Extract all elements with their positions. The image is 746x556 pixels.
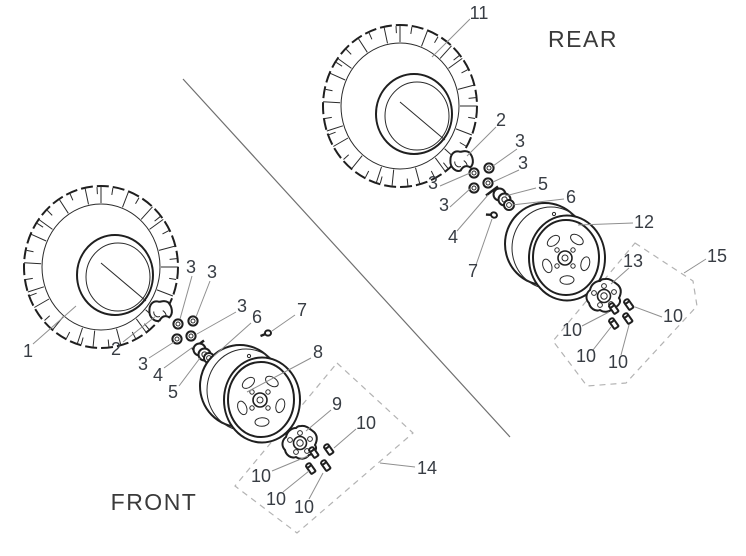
rear-callout-number-3: 3 — [428, 173, 438, 193]
front-callout-leader-4 — [163, 346, 194, 369]
front-callout-number-14: 14 — [417, 458, 437, 478]
front-callout-leader-1 — [32, 305, 77, 345]
rear-callout-number-12: 12 — [634, 212, 654, 232]
front-callout-number-10: 10 — [356, 413, 376, 433]
front-callout-number-1: 1 — [23, 341, 33, 361]
rear-lug-nut-part10 — [622, 297, 635, 312]
rear-callout-number-10: 10 — [562, 320, 582, 340]
front-callout-number-2: 2 — [111, 339, 121, 359]
front-callout-number-3: 3 — [186, 257, 196, 277]
front-callout-leader-7 — [271, 314, 296, 332]
rear-callout-number-5: 5 — [538, 174, 548, 194]
rear-callout-leader-10 — [634, 306, 663, 318]
rear-nut-part3 — [468, 167, 480, 179]
rear-callout-leader-3 — [439, 172, 471, 187]
rear-callout-number-3: 3 — [518, 153, 528, 173]
rear-callout-leader-11 — [431, 18, 471, 58]
front-callout-number-10: 10 — [266, 489, 286, 509]
front-callout-leader-5 — [178, 357, 201, 387]
front-callout-leader-2 — [122, 315, 157, 343]
front-callout-number-3: 3 — [207, 262, 217, 282]
front-callout-leader-14 — [379, 462, 416, 468]
rear-callout-number-13: 13 — [623, 251, 643, 271]
rear-callout-leader-10 — [592, 326, 612, 351]
rear-bolt-part7 — [484, 208, 500, 221]
rear-callout-number-6: 6 — [566, 187, 576, 207]
rear-callout-number-10: 10 — [663, 306, 683, 326]
rear-callout-leader-12 — [577, 222, 634, 226]
rear-lug-nut-part10 — [621, 311, 634, 326]
front-callout-leader-10 — [282, 470, 310, 493]
front-callout-number-3: 3 — [237, 296, 247, 316]
rear-callout-leader-13 — [610, 267, 630, 285]
rear-callout-number-7: 7 — [468, 261, 478, 281]
rear-callout-leader-3 — [492, 148, 518, 167]
front-section-label: FRONT — [111, 489, 198, 515]
front-callout-leader-6 — [213, 322, 252, 357]
front-callout-number-10: 10 — [294, 497, 314, 517]
front-hardware-kit-outline-14 — [234, 362, 414, 534]
rear-nut-part3 — [482, 177, 494, 189]
front-callout-number-4: 4 — [153, 365, 163, 385]
rear-callout-number-10: 10 — [576, 346, 596, 366]
front-callout-number-8: 8 — [313, 342, 323, 362]
rear-hardware-kit-outline-15 — [552, 242, 698, 387]
rear-callout-leader-10 — [581, 311, 610, 327]
rear-callout-leader-6 — [511, 198, 565, 206]
rear-callout-number-10: 10 — [608, 352, 628, 372]
rear-rim-part12 — [504, 202, 606, 302]
front-callout-leader-10 — [308, 472, 324, 500]
front-callout-number-6: 6 — [252, 307, 262, 327]
rear-callout-number-3: 3 — [515, 131, 525, 151]
front-nut-part3 — [172, 318, 184, 330]
front-rear-divider-line — [182, 78, 511, 438]
front-callout-leader-9 — [305, 409, 332, 432]
rear-callout-number-2: 2 — [496, 110, 506, 130]
rear-callout-leader-10 — [620, 324, 630, 356]
front-callout-number-5: 5 — [168, 382, 178, 402]
rear-callout-leader-3 — [492, 169, 520, 183]
front-lug-nut-part10 — [307, 445, 320, 460]
front-bolt-part7 — [259, 329, 273, 338]
front-tire-part1 — [23, 185, 180, 349]
rear-callout-number-11: 11 — [470, 3, 489, 23]
rear-nut-part3 — [483, 162, 495, 174]
rear-section-label: REAR — [548, 26, 618, 52]
rear-callout-leader-7 — [475, 218, 493, 266]
front-nut-part3 — [187, 315, 199, 327]
rear-callout-leader-4 — [456, 194, 489, 232]
rear-callout-leader-3 — [449, 187, 472, 208]
rear-callout-leader-5 — [504, 187, 537, 197]
front-lug-nut-part10 — [319, 458, 332, 473]
front-callout-number-7: 7 — [297, 300, 307, 320]
front-callout-number-3: 3 — [138, 354, 148, 374]
front-callout-leader-8 — [246, 357, 312, 393]
front-lug-nut-part10 — [322, 442, 335, 457]
rear-callout-number-15: 15 — [707, 246, 727, 266]
rear-callout-number-4: 4 — [448, 227, 458, 247]
front-callout-leader-3 — [195, 280, 211, 318]
front-callout-leader-10 — [271, 455, 309, 472]
front-callout-leader-3 — [179, 275, 193, 320]
rear-callout-leader-2 — [466, 126, 497, 157]
rear-callout-number-3: 3 — [439, 195, 449, 215]
front-rim-part8 — [199, 344, 301, 444]
front-callout-leader-3 — [196, 311, 237, 335]
front-nut-part3 — [185, 330, 197, 342]
front-callout-number-9: 9 — [332, 394, 342, 414]
front-callout-leader-10 — [333, 428, 357, 449]
front-callout-number-10: 10 — [251, 466, 271, 486]
front-wheel-assembly — [23, 185, 335, 476]
rear-callout-leader-15 — [683, 258, 707, 274]
rear-lug-nut-part10 — [607, 316, 620, 331]
front-callout-leader-3 — [148, 341, 175, 359]
